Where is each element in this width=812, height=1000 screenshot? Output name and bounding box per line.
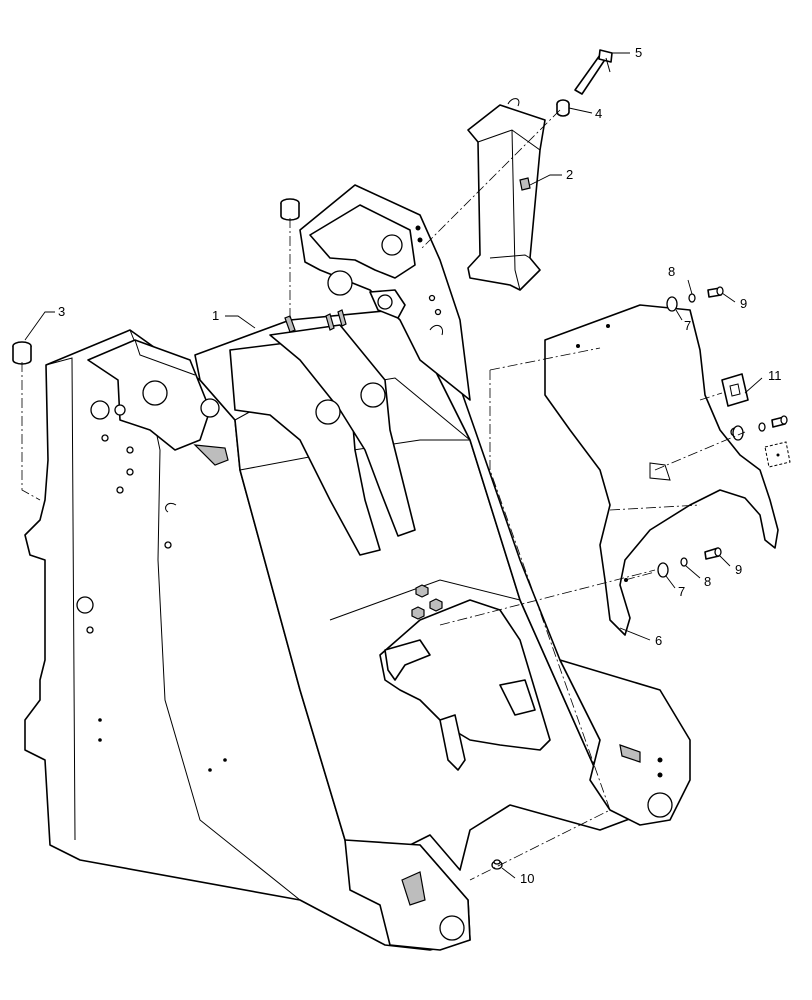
callout-2: 2: [566, 167, 573, 182]
fastener-set-top: [666, 286, 724, 312]
loader-frame: [24, 184, 691, 951]
fastener-set-bottom: [657, 547, 722, 578]
callout-11: 11: [768, 368, 782, 383]
callout-5: 5: [635, 45, 642, 60]
callout-10: 10: [520, 871, 534, 886]
hood-support-bracket: [467, 98, 546, 291]
decal-small: [764, 441, 791, 468]
leader-lines: [24, 52, 763, 879]
callout-1: 1: [212, 308, 219, 323]
bushing-left: [12, 341, 32, 365]
fastener-set-right: [732, 415, 788, 441]
decal-11: [721, 373, 749, 407]
front-foot-plate-right: [559, 659, 691, 826]
assembly-lines: [21, 109, 746, 881]
callout-8-top: 8: [668, 264, 675, 279]
callout-6: 6: [655, 633, 662, 648]
callout-labels: 1 2 3 4 5 6 7 7 8 8 9 9 10 11: [58, 45, 782, 886]
callout-4: 4: [595, 106, 602, 121]
nut-10: [491, 859, 503, 870]
callout-9-top: 9: [740, 296, 747, 311]
callout-9-bottom: 9: [735, 562, 742, 577]
callout-7-bottom: 7: [678, 584, 685, 599]
callout-3: 3: [58, 304, 65, 319]
spacer-4: [556, 99, 570, 117]
callout-7-top: 7: [684, 318, 691, 333]
guard-plate: [544, 304, 779, 636]
center-frame-opening: [379, 599, 551, 751]
callout-8-bottom: 8: [704, 574, 711, 589]
bushing-top: [280, 198, 300, 221]
pin-5: [574, 49, 613, 95]
